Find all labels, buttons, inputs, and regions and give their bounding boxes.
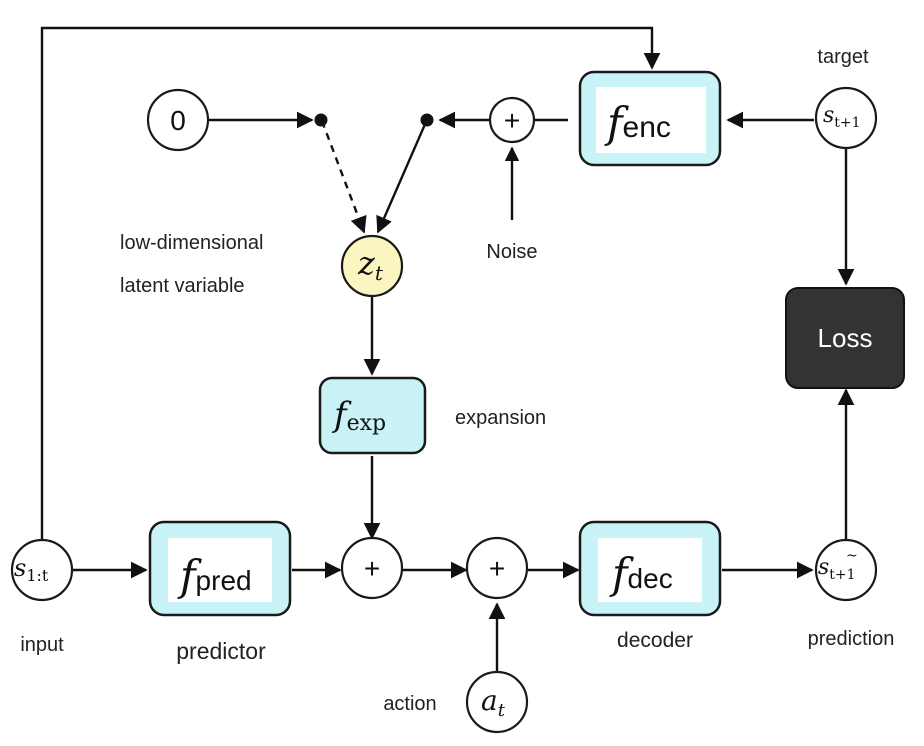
svg-text:st+1: st+1 bbox=[823, 103, 861, 131]
svg-text:+: + bbox=[489, 553, 505, 584]
latent-node: zt bbox=[340, 234, 404, 298]
loss-box: Loss bbox=[785, 287, 905, 389]
svg-text:+: + bbox=[364, 553, 380, 584]
noise-label: Noise bbox=[486, 241, 537, 263]
switch-dot-left bbox=[314, 113, 328, 127]
svg-text:at: at bbox=[481, 684, 506, 721]
svg-text:Loss: Loss bbox=[818, 323, 873, 353]
predictor-label: predictor bbox=[176, 638, 266, 664]
svg-text:+: + bbox=[504, 105, 520, 136]
latent-label-line2: latent variable bbox=[120, 275, 245, 297]
input-node: s1:t bbox=[10, 538, 74, 602]
switch-dashed-wire bbox=[320, 120, 367, 234]
svg-text:fdec: fdec bbox=[609, 549, 673, 598]
latent-sum-node: + bbox=[340, 536, 404, 600]
prediction-node: st+1 ~ bbox=[814, 538, 878, 602]
encoded-to-latent-wire bbox=[376, 121, 428, 234]
expansion-box: fexp bbox=[318, 376, 427, 455]
switch-dot-right bbox=[420, 113, 434, 127]
target-label: target bbox=[817, 46, 869, 68]
svg-text:fpred: fpred bbox=[177, 551, 252, 600]
target-node: st+1 bbox=[814, 86, 878, 150]
prediction-tilde: ~ bbox=[846, 548, 858, 564]
decoder-box: fdec bbox=[578, 520, 722, 617]
action-node: at bbox=[465, 670, 529, 734]
decoder-label: decoder bbox=[617, 629, 693, 652]
svg-text:zt: zt bbox=[357, 244, 384, 285]
action-label: action bbox=[383, 693, 436, 715]
svg-text:st+1: st+1 bbox=[818, 555, 856, 583]
predictor-box: fpred bbox=[148, 520, 292, 617]
latent-label-line1: low-dimensional bbox=[120, 232, 263, 254]
feedback-wire bbox=[40, 26, 661, 543]
input-label: input bbox=[20, 634, 64, 656]
zero-node: 0 bbox=[146, 88, 210, 152]
prediction-label: prediction bbox=[808, 628, 895, 650]
expansion-label: expansion bbox=[455, 407, 546, 429]
svg-text:s1:t: s1:t bbox=[14, 554, 49, 585]
noise-sum-node: + bbox=[488, 96, 536, 144]
action-sum-node: + bbox=[465, 536, 529, 600]
svg-text:0: 0 bbox=[170, 105, 186, 136]
encoder-box: fenc bbox=[578, 70, 722, 167]
